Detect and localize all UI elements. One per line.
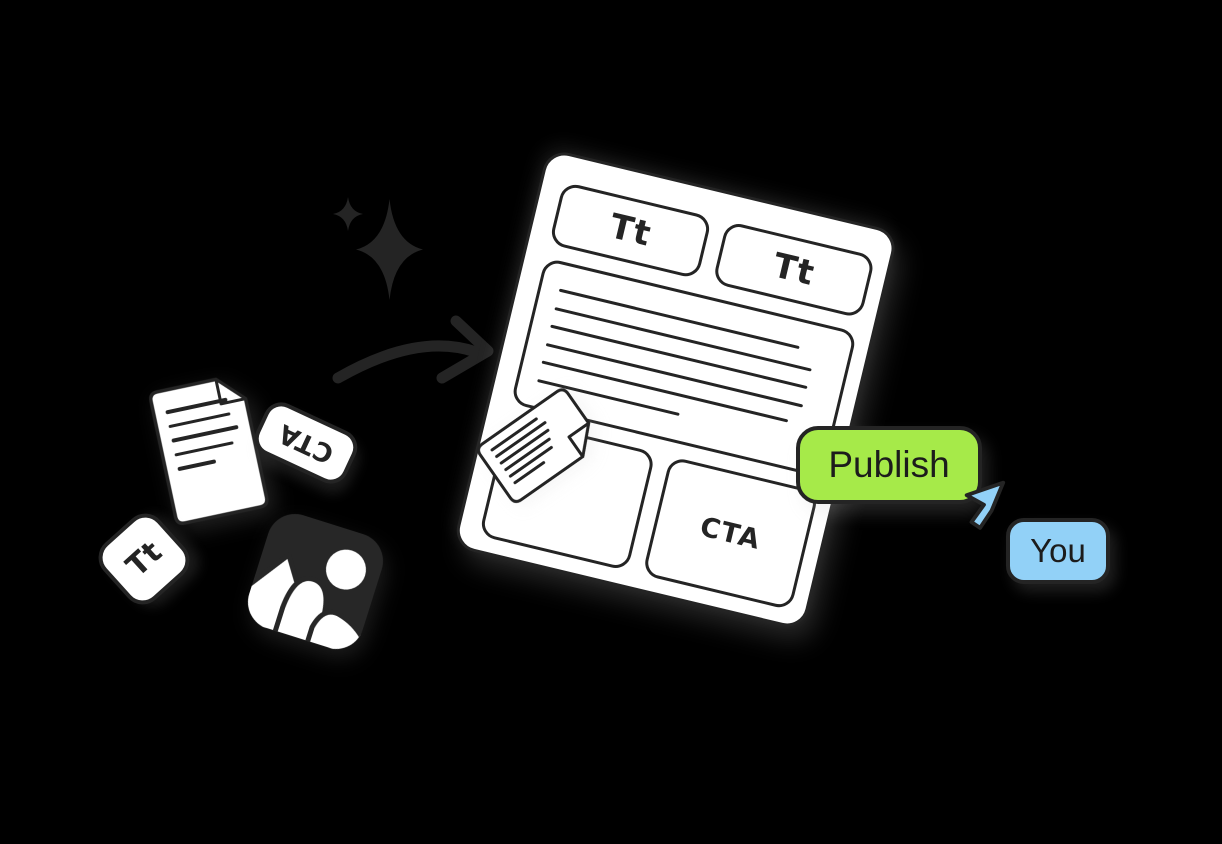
placeholder-line [168,411,231,429]
mouse-pointer-icon [964,480,1006,530]
sparkle-large-icon [356,199,423,300]
sun-circle-icon [325,549,366,590]
cta-block[interactable]: CTA [641,456,820,611]
cta-tag-label: CTA [273,417,339,469]
paper-note [473,383,608,508]
placeholder-line [550,324,808,390]
paper-note-icon [477,388,591,503]
cta-block-label: CTA [697,511,765,556]
document-page-icon [149,377,269,525]
placeholder-line [171,424,239,443]
curved-arrow-icon [332,315,494,384]
page-template-card: Tt Tt CTA [452,148,900,631]
you-cursor-tag: You [1006,518,1110,584]
document-lines [165,396,247,481]
document-card[interactable] [147,372,271,527]
text-tag-label: Tt [119,534,169,584]
placeholder-line [177,459,217,471]
publish-button[interactable]: Publish [796,426,982,504]
placeholder-line [174,440,234,457]
sparkle-small-icon [333,197,363,231]
placeholder-line [545,342,804,408]
heading-left-label: Tt [605,206,656,255]
image-tile-icon[interactable] [238,504,392,658]
heading-right-label: Tt [769,245,819,295]
placeholder-line [554,306,813,372]
cta-tag[interactable]: CTA [248,396,364,490]
